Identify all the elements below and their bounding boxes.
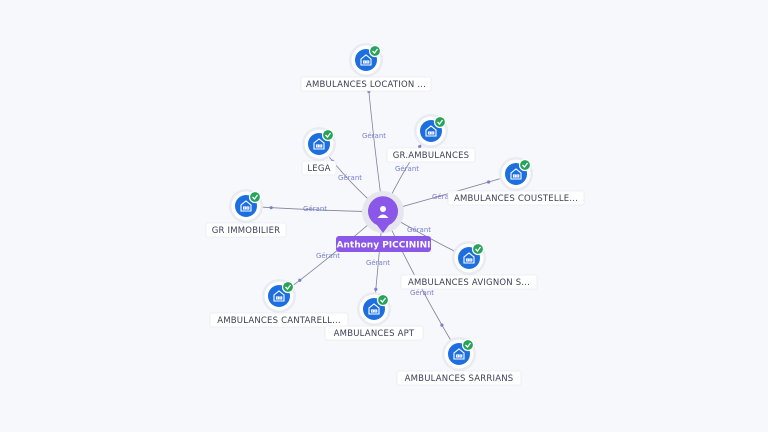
edge-label-coustelle: Gérant <box>432 193 456 201</box>
company-label-box <box>324 325 424 341</box>
check-icon <box>368 44 382 58</box>
edge-arrow-cantarell <box>298 278 302 282</box>
check-icon <box>433 115 447 129</box>
check-icon <box>471 242 485 256</box>
company-node-gr-ambulances[interactable]: GR.AMBULANCES <box>386 114 476 163</box>
check-icon <box>461 338 475 352</box>
company-label: GR IMMOBILIER <box>212 226 281 236</box>
edge-arrow-apt <box>374 287 378 291</box>
edge-arrow-gr-ambulances <box>418 144 422 149</box>
center-person-node[interactable]: Anthony PICCININI <box>336 191 431 252</box>
building-icon <box>313 138 325 150</box>
company-label-box <box>386 147 476 163</box>
company-label: AMBULANCES CANTARELL... <box>217 316 341 326</box>
company-label-box <box>205 222 287 238</box>
building-icon <box>368 303 380 315</box>
edge-label-location: Gérant <box>362 132 386 140</box>
company-label: AMBULANCES COUSTELLE... <box>454 194 578 204</box>
nodes-layer: AMBULANCES LOCATION ... GR.AMBULANCES AMBU… <box>205 43 585 386</box>
edge-label-gr-immobilier: Gérant <box>303 205 327 213</box>
company-label: LEGA <box>307 164 330 174</box>
check-icon <box>281 280 295 294</box>
building-icon <box>510 168 522 180</box>
edge-label-sarrians: Gérant <box>410 289 434 297</box>
building-icon <box>273 290 285 302</box>
edge-label-apt: Gérant <box>366 259 390 267</box>
building-icon <box>240 200 252 212</box>
company-node-sarrians[interactable]: AMBULANCES SARRIANS <box>396 337 522 386</box>
building-icon <box>463 252 475 264</box>
edge-label-gr-ambulances: Gérant <box>395 165 419 173</box>
company-label-box <box>300 76 432 92</box>
edge-label-lega: Gérant <box>338 174 362 182</box>
company-label-box <box>400 274 538 290</box>
building-icon <box>453 348 465 360</box>
company-node-location[interactable]: AMBULANCES LOCATION ... <box>300 43 432 92</box>
building-icon <box>425 125 437 137</box>
person-name: Anthony PICCININI <box>337 241 431 251</box>
company-node-gr-immobilier[interactable]: GR IMMOBILIER <box>205 189 287 238</box>
check-icon <box>518 158 532 172</box>
check-icon <box>376 293 390 307</box>
building-icon <box>360 54 372 66</box>
edge-arrow-gr-immobilier <box>269 206 273 210</box>
company-label: AMBULANCES APT <box>334 329 415 339</box>
check-icon <box>321 128 335 142</box>
company-label-box <box>447 190 585 206</box>
company-label: AMBULANCES AVIGNON S... <box>408 278 530 288</box>
company-node-avignon[interactable]: AMBULANCES AVIGNON S... <box>400 241 538 290</box>
edge-arrow-coustelle <box>487 180 491 184</box>
company-label: AMBULANCES SARRIANS <box>405 374 514 384</box>
edge-label-avignon: Gérant <box>407 226 431 234</box>
company-node-coustelle[interactable]: AMBULANCES COUSTELLE... <box>447 157 585 206</box>
company-label: AMBULANCES LOCATION ... <box>306 80 426 90</box>
edge-label-cantarell: Gérant <box>316 252 340 260</box>
company-node-apt[interactable]: AMBULANCES APT <box>324 292 424 341</box>
person-label-box <box>336 236 431 252</box>
company-node-lega[interactable]: LEGA <box>301 127 337 176</box>
company-label-box <box>396 370 522 386</box>
edge-arrow-sarrians <box>440 323 444 327</box>
company-node-cantarell[interactable]: AMBULANCES CANTARELL... <box>209 279 349 328</box>
check-icon <box>248 190 262 204</box>
person-icon <box>377 206 389 218</box>
company-label: GR.AMBULANCES <box>393 151 470 161</box>
company-label-box <box>209 312 349 328</box>
company-label-box <box>301 160 337 176</box>
